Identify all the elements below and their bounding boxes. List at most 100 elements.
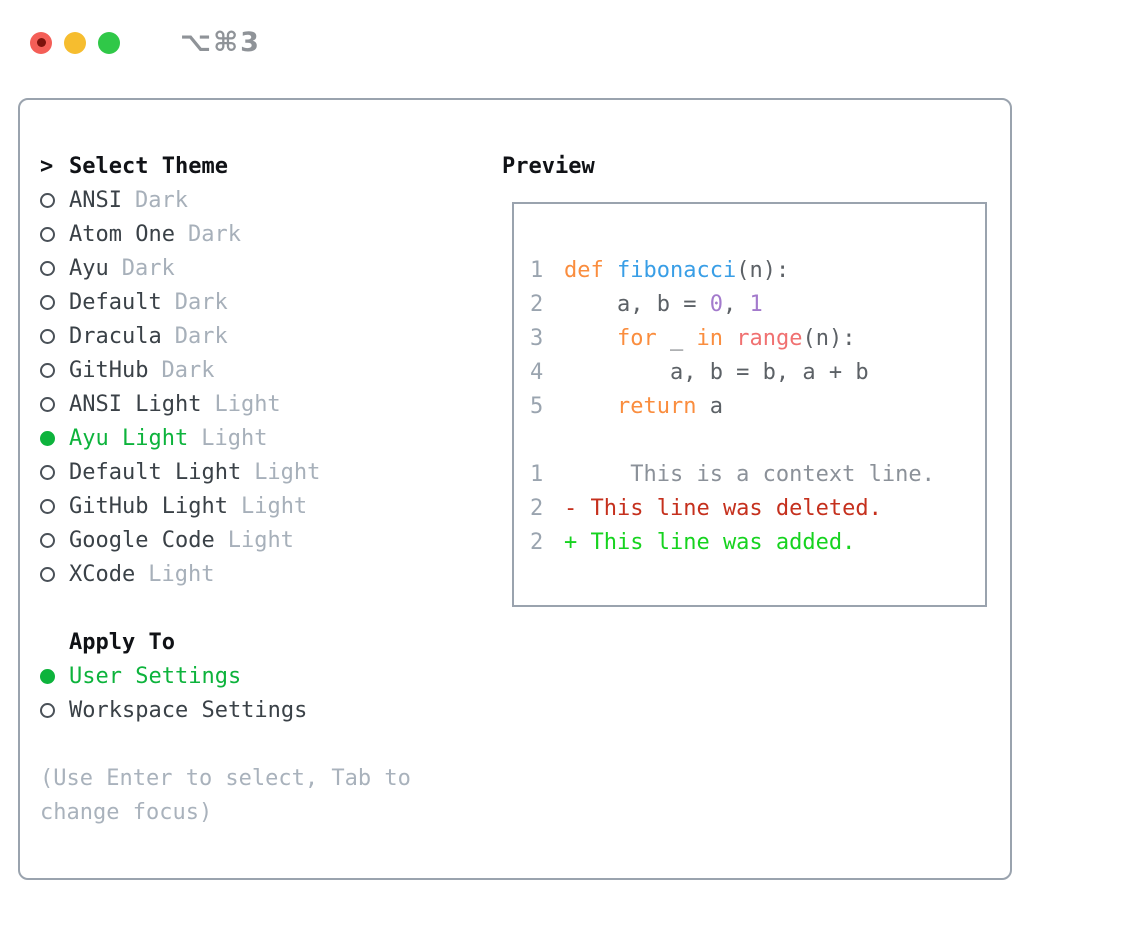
radio-glyph: [40, 464, 55, 480]
theme-variant: Dark: [121, 255, 175, 281]
code-line-text: - This line was deleted.: [564, 496, 882, 521]
radio-glyph: [40, 294, 55, 310]
code-token: a: [696, 393, 723, 419]
radio-icon: [40, 702, 69, 718]
theme-name: Dracula: [69, 323, 162, 349]
code-token: for: [616, 325, 657, 351]
code-preview: 1 def fibonacci(n): 2 a, b = 0, 1 3 for _ i…: [530, 253, 985, 559]
theme-variant: Dark: [174, 289, 228, 315]
code-line-text: def fibonacci(n):: [564, 258, 789, 283]
code-token: range: [736, 325, 803, 351]
theme-variant: Dark: [174, 323, 228, 349]
radio-glyph: [40, 668, 55, 684]
radio-icon: [40, 192, 69, 208]
code-token: a, b = b, a + b: [564, 359, 869, 385]
theme-name: Default: [69, 289, 162, 315]
theme-variant: Light: [148, 561, 215, 587]
code-line-text: return a: [564, 394, 723, 419]
radio-glyph: [40, 566, 55, 582]
radio-selected-icon: [40, 668, 69, 684]
radio-selected-icon: [40, 430, 69, 446]
code-token: ,: [722, 291, 750, 317]
code-token: 0: [709, 291, 723, 317]
code-token: [723, 326, 736, 351]
preview-title: Preview: [502, 153, 595, 179]
apply-option-label: User Settings: [69, 663, 242, 689]
line-number: 1: [530, 257, 544, 283]
radio-glyph: [40, 226, 55, 242]
maximize-button[interactable]: [98, 31, 120, 54]
theme-option-4[interactable]: Dracula Dark: [40, 319, 440, 353]
code-token: [564, 326, 617, 351]
code-token: - This line was deleted.: [564, 495, 882, 521]
radio-icon: [40, 566, 69, 582]
code-line-text: a, b = b, a + b: [564, 360, 869, 385]
radio-glyph: [40, 396, 55, 412]
line-number: 2: [530, 291, 544, 317]
code-token: _: [656, 325, 697, 351]
code-line-0: 1 def fibonacci(n):: [530, 253, 985, 287]
code-line-text: This is a context line.: [564, 462, 935, 487]
code-line-8: 2+ This line was added.: [530, 525, 985, 559]
radio-glyph: [40, 498, 55, 514]
line-number: 4: [530, 359, 544, 385]
radio-glyph: [40, 532, 55, 548]
radio-icon: [40, 532, 69, 548]
code-line-2: 3 for _ in range(n):: [530, 321, 985, 355]
preview-box: 1 def fibonacci(n): 2 a, b = 0, 1 3 for _ i…: [512, 202, 987, 607]
theme-variant: Dark: [187, 221, 241, 247]
code-token: This is a context line.: [564, 461, 935, 487]
code-line-text: for _ in range(n):: [564, 326, 855, 351]
line-number: 5: [530, 393, 544, 419]
theme-variant: Light: [214, 391, 281, 417]
radio-icon: [40, 226, 69, 242]
theme-name: ANSI Light: [69, 391, 202, 417]
radio-glyph: [40, 702, 55, 718]
radio-glyph: [40, 328, 55, 344]
active-section-caret-icon: >: [40, 153, 54, 179]
theme-name: ANSI: [69, 187, 122, 213]
theme-variant: Light: [254, 459, 321, 485]
radio-glyph: [40, 362, 55, 378]
line-number: 1: [530, 461, 544, 487]
radio-icon: [40, 328, 69, 344]
close-button[interactable]: [30, 31, 52, 54]
code-token: in: [696, 325, 723, 351]
theme-option-3[interactable]: Default Dark: [40, 285, 440, 319]
radio-glyph: [40, 430, 55, 446]
minimize-button[interactable]: [64, 31, 86, 54]
radio-icon: [40, 498, 69, 514]
theme-name: Ayu Light: [69, 425, 189, 451]
code-token: a, b =: [564, 291, 710, 317]
line-number: 3: [530, 325, 544, 351]
apply-option-1[interactable]: Workspace Settings: [40, 693, 440, 727]
apply-to-title: Apply To: [69, 629, 175, 655]
code-token: return: [616, 393, 697, 419]
theme-option-6[interactable]: ANSI Light Light: [40, 387, 440, 421]
apply-option-label: Workspace Settings: [69, 697, 308, 723]
apply-to-header: Apply To: [40, 625, 440, 659]
theme-variant: Light: [201, 425, 268, 451]
code-token: 1: [749, 291, 763, 317]
theme-name: Google Code: [69, 527, 215, 553]
theme-name: GitHub Light: [69, 493, 228, 519]
theme-name: GitHub: [69, 357, 149, 383]
apply-option-0[interactable]: User Settings: [40, 659, 440, 693]
preview-header: Preview: [502, 149, 595, 183]
theme-option-5[interactable]: GitHub Dark: [40, 353, 440, 387]
line-number: 2: [530, 529, 544, 555]
theme-option-7[interactable]: Ayu Light Light: [40, 421, 440, 455]
theme-variant: Dark: [161, 357, 215, 383]
close-dot-icon: [36, 38, 46, 47]
